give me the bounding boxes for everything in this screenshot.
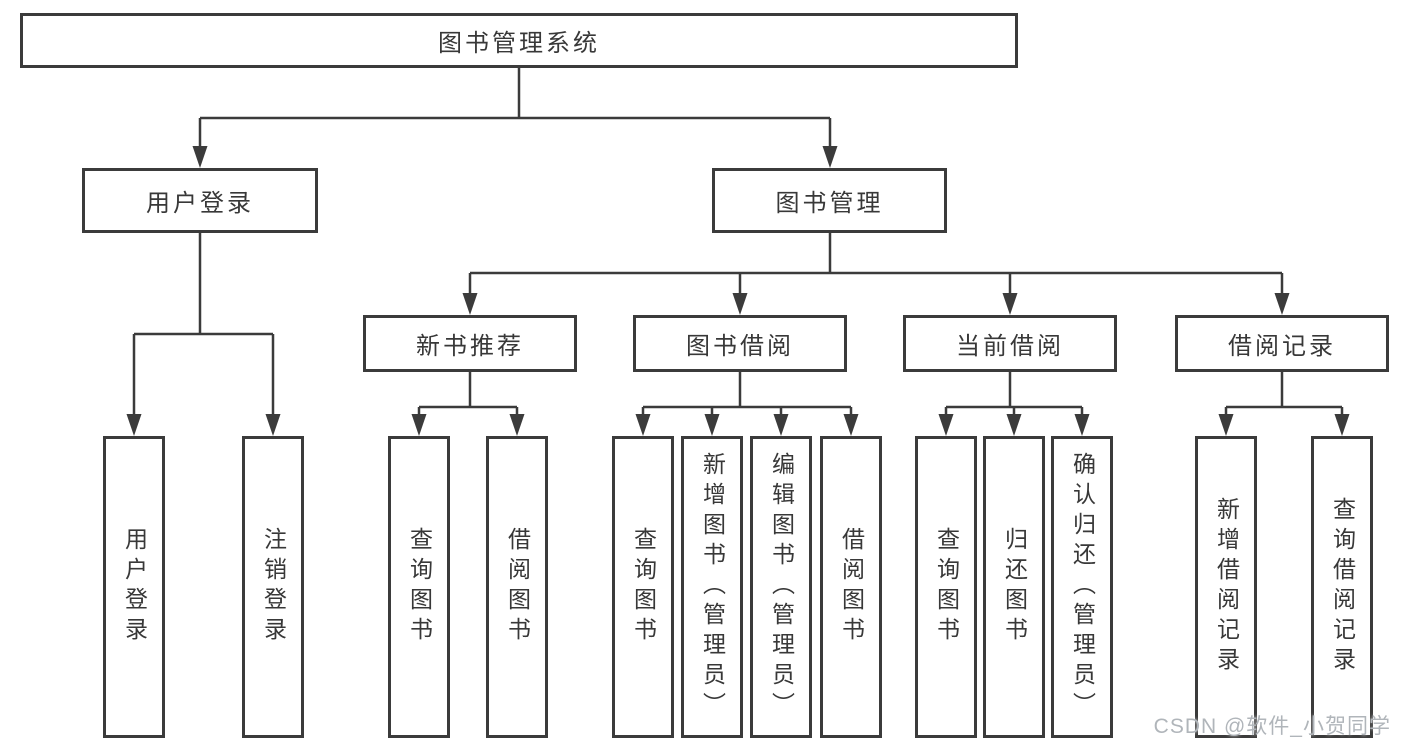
leaf-label: 借阅图书 [504,527,531,647]
arrowhead [411,414,427,436]
leaf-label: 归还图书 [1001,527,1028,647]
node-book-borrow: 图书借阅 [633,315,847,372]
arrowhead [1006,414,1022,436]
wire-book-borrow-to-leaves [641,372,853,418]
leaf-label: 新增图书（管理员） [699,452,726,722]
node-label: 新书推荐 [416,333,524,360]
leaf-label: 编辑图书（管理员） [768,452,795,722]
arrowhead [635,414,651,436]
arrowhead [938,414,954,436]
arrowhead [1002,293,1018,315]
leaf-borrow-books-recommend: 借阅图书 [486,436,548,738]
arrowhead [704,414,720,436]
arrowhead [1274,293,1290,315]
leaf-borrow-books: 借阅图书 [820,436,882,738]
node-borrow-records: 借阅记录 [1175,315,1389,372]
arrowhead [1334,414,1350,436]
leaf-label: 查询图书 [933,527,960,647]
node-label: 借阅记录 [1228,333,1336,360]
leaf-query-books-current: 查询图书 [915,436,977,738]
leaf-query-books-recommend: 查询图书 [388,436,450,738]
wire-borrow-records-to-leaves [1224,372,1344,418]
leaf-label: 查询图书 [630,527,657,647]
leaf-edit-book-admin: 编辑图书（管理员） [750,436,812,738]
arrowheads [126,146,1350,436]
leaf-return-books: 归还图书 [983,436,1045,738]
csdn-watermark: CSDN @软件_小贺同学 [1153,715,1391,738]
node-new-book-recommend: 新书推荐 [363,315,577,372]
leaf-label: 新增借阅记录 [1213,497,1240,677]
leaf-query-borrow-record: 查询借阅记录 [1311,436,1373,738]
leaf-label: 注销登录 [260,527,287,647]
arrowhead [1074,414,1090,436]
arrowhead [126,414,142,436]
leaf-add-borrow-record: 新增借阅记录 [1195,436,1257,738]
leaf-label: 确认归还（管理员） [1069,452,1096,722]
node-root: 图书管理系统 [20,13,1018,68]
leaf-label: 借阅图书 [838,527,865,647]
wire-new-book-recommend-to-leaves [417,372,519,418]
node-current-borrow: 当前借阅 [903,315,1117,372]
leaf-add-book-admin: 新增图书（管理员） [681,436,743,738]
node-label: 图书借阅 [686,333,794,360]
wire-current-borrow-to-leaves [944,372,1084,418]
arrowhead [192,146,208,168]
arrowhead [732,293,748,315]
node-book-management: 图书管理 [712,168,947,233]
arrowhead [822,146,838,168]
node-label: 用户登录 [146,190,254,217]
leaf-label: 查询图书 [406,527,433,647]
arrowhead [265,414,281,436]
arrowhead [843,414,859,436]
wire-user-login-to-leaves [132,233,275,418]
wire-book-management-to-level3 [468,233,1284,298]
leaf-logout: 注销登录 [242,436,304,738]
leaf-user-login: 用户登录 [103,436,165,738]
leaf-confirm-return-admin: 确认归还（管理员） [1051,436,1113,738]
arrowhead [462,293,478,315]
node-label: 图书管理 [775,190,884,217]
arrowhead [1218,414,1234,436]
leaf-label: 用户登录 [121,527,148,647]
arrowhead [509,414,525,436]
node-user-login: 用户登录 [82,168,318,233]
node-label: 图书管理系统 [438,30,600,57]
arrowhead [773,414,789,436]
leaf-label: 查询借阅记录 [1329,497,1356,677]
node-label: 当前借阅 [956,333,1064,360]
wire-root-to-level2 [198,68,832,150]
leaf-query-books-borrow: 查询图书 [612,436,674,738]
